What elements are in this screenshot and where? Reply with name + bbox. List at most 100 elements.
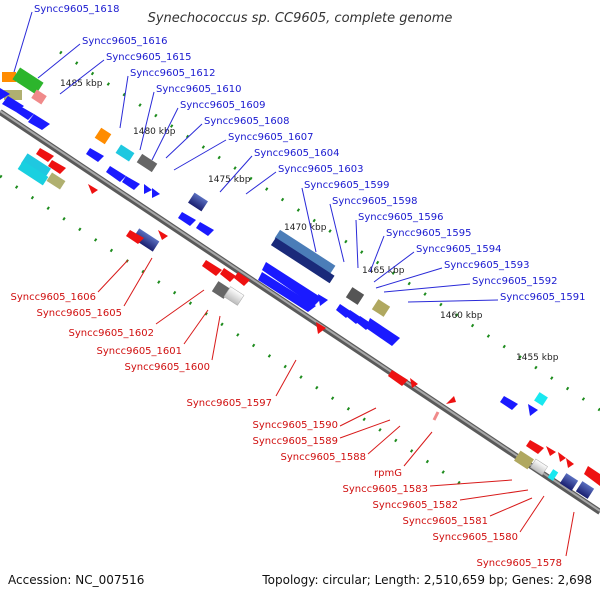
reverse-gene-label[interactable]: Syncc9605_1583 [343,484,429,495]
gene-arrow [316,322,326,334]
reverse-gene-label[interactable]: Syncc9605_1590 [253,420,339,431]
forward-gene-label[interactable]: Syncc9605_1615 [106,52,192,63]
gene-arrow [410,378,418,388]
map-title: Synechococcus sp. CC9605, complete genom… [148,11,453,26]
forward-gene-label[interactable]: Syncc9605_1607 [228,132,314,143]
forward-labels: Syncc9605_1618 Syncc9605_1616 Syncc9605_… [13,4,586,303]
gene-arrow [318,294,328,306]
gene-arrow [584,466,600,486]
gene-block [530,458,548,476]
reverse-gene-label[interactable]: Syncc9605_1578 [477,558,563,569]
forward-gene-label[interactable]: Syncc9605_1610 [156,84,242,95]
forward-gene-label[interactable]: Syncc9605_1596 [358,212,444,223]
gene-block [432,411,440,421]
gene-arrow [0,88,10,100]
scale-label: 1460 kbp [440,311,483,321]
forward-gene-label[interactable]: Syncc9605_1592 [472,276,558,287]
scale-label: 1485 kbp [60,79,103,89]
forward-gene-label[interactable]: Syncc9605_1598 [332,196,418,207]
reverse-gene-label[interactable]: Syncc9605_1605 [37,308,123,319]
gene-arrow [152,188,160,198]
gene-block [17,160,49,186]
forward-gene-label[interactable]: Syncc9605_1618 [34,4,120,15]
gene-block [46,172,66,190]
gene-arrow [558,452,566,462]
scale-label: 1475 kbp [208,175,251,185]
gene-arrow [48,160,66,174]
gene-block [223,286,245,306]
gene-arrow [106,166,126,182]
forward-gene-label[interactable]: Syncc9605_1591 [500,292,586,303]
gene-arrow [28,114,50,130]
reverse-gene-label[interactable]: Syncc9605_1597 [187,398,273,409]
gene-block [4,90,22,100]
forward-gene-label[interactable]: Syncc9605_1604 [254,148,340,159]
scale-label: 1480 kbp [133,127,176,137]
gene-block [345,287,365,305]
gene-arrow [158,230,168,240]
gene-arrow [500,396,518,410]
gene-block [575,481,595,499]
forward-gene-label[interactable]: Syncc9605_1612 [130,68,216,79]
forward-gene-label[interactable]: Syncc9605_1593 [444,260,530,271]
gene-arrow [86,148,104,162]
reverse-gene-label[interactable]: Syncc9605_1582 [373,500,459,511]
reverse-gene-label[interactable]: Syncc9605_1581 [403,516,489,527]
reverse-labels: Syncc9605_1606 Syncc9605_1605 Syncc9605_… [11,257,575,569]
gene-arrow [126,230,144,244]
reverse-gene-label[interactable]: rpmG [374,468,402,479]
gene-block [115,144,135,162]
accession-text: Accession: NC_007516 [8,573,145,587]
gene-block [31,89,47,105]
gene-block [547,469,559,481]
reverse-gene-label[interactable]: Syncc9605_1589 [253,436,339,447]
forward-gene-label[interactable]: Syncc9605_1608 [204,116,290,127]
gene-block [94,127,112,145]
gene-arrow [262,262,322,306]
gene-arrow [446,396,456,404]
tick-track-upper [59,50,600,412]
scale-label: 1470 kbp [284,223,327,233]
forward-gene-label[interactable]: Syncc9605_1595 [386,228,472,239]
scale-label: 1465 kbp [362,266,405,276]
forward-gene-label[interactable]: Syncc9605_1603 [278,164,364,175]
forward-gene-label[interactable]: Syncc9605_1616 [82,36,168,47]
reverse-gene-label[interactable]: Syncc9605_1588 [281,452,367,463]
reverse-gene-label[interactable]: Syncc9605_1602 [69,328,155,339]
gene-block [132,228,160,252]
reverse-gene-label[interactable]: Syncc9605_1601 [97,346,183,357]
gene-block [534,392,548,406]
gene-arrow [36,148,54,162]
reverse-gene-label[interactable]: Syncc9605_1600 [125,362,211,373]
forward-gene-label[interactable]: Syncc9605_1609 [180,100,266,111]
gene-block [559,473,579,491]
gene-arrow [16,106,34,120]
topology-text: Topology: circular; Length: 2,510,659 bp… [262,573,592,587]
gene-block [2,72,16,82]
gene-arrow [88,184,98,194]
gene-block [270,237,335,284]
gene-arrow [178,212,196,226]
gene-block [136,153,158,173]
gene-block [20,153,52,179]
gene-arrow [388,370,408,386]
gene-arrow [526,440,544,454]
gene-arrow [366,318,400,346]
forward-gene-label[interactable]: Syncc9605_1594 [416,244,502,255]
reverse-gene-track [17,148,600,499]
gene-arrow [202,260,222,276]
scale-labels: 1485 kbp 1480 kbp 1475 kbp 1470 kbp 1465… [60,79,559,363]
gene-block [274,229,336,275]
gene-arrow [566,458,574,468]
genome-backbone [0,109,600,515]
gene-arrow [234,272,250,286]
gene-arrow [144,184,152,194]
gene-arrow [546,446,556,456]
reverse-gene-label[interactable]: Syncc9605_1606 [11,292,97,303]
gene-block [371,299,391,317]
reverse-gene-label[interactable]: Syncc9605_1580 [433,532,519,543]
forward-gene-label[interactable]: Syncc9605_1599 [304,180,390,191]
gene-block [514,450,534,470]
gene-arrow [2,96,24,112]
scale-label: 1455 kbp [516,353,559,363]
